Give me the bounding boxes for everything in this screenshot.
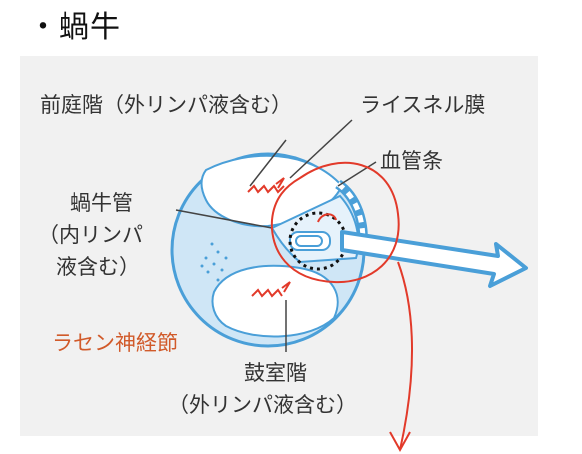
annotation-curl — [317, 213, 337, 223]
annotation-red-circle — [270, 161, 400, 284]
annotation-red-arrowhead — [389, 431, 411, 453]
annotation-squiggle-upper-tip — [275, 177, 285, 189]
annotation-red-line — [397, 261, 414, 451]
label-scala-tympani-2: （外リンパ液含む） — [168, 393, 357, 417]
scala-tympani — [211, 264, 339, 338]
leader-lines — [175, 119, 377, 352]
label-cochlear-duct-3: 液含む） — [56, 255, 140, 279]
annotation-squiggle-lower-tip — [281, 281, 291, 293]
label-stria-vascularis: 血管条 — [380, 149, 443, 173]
label-cochlear-duct-2: （内リンパ — [38, 223, 143, 247]
ganglion-dots — [200, 242, 228, 282]
label-cochlear-duct: 蝸牛管 — [70, 191, 133, 215]
page-title: ・蝸牛 — [28, 10, 121, 45]
hair-cells — [295, 235, 323, 247]
annotation-squiggle-upper — [247, 184, 285, 194]
label-spiral-ganglion: ラセン神経節 — [52, 331, 178, 355]
nerve-arrow — [340, 230, 528, 288]
label-scala-vestibuli: 前庭階（外リンパ液含む） — [40, 93, 292, 117]
label-scala-tympani: 鼓室階 — [244, 361, 307, 385]
annotation-squiggle-lower — [251, 288, 283, 298]
label-reissner-membrane: ライスネル膜 — [360, 93, 486, 117]
